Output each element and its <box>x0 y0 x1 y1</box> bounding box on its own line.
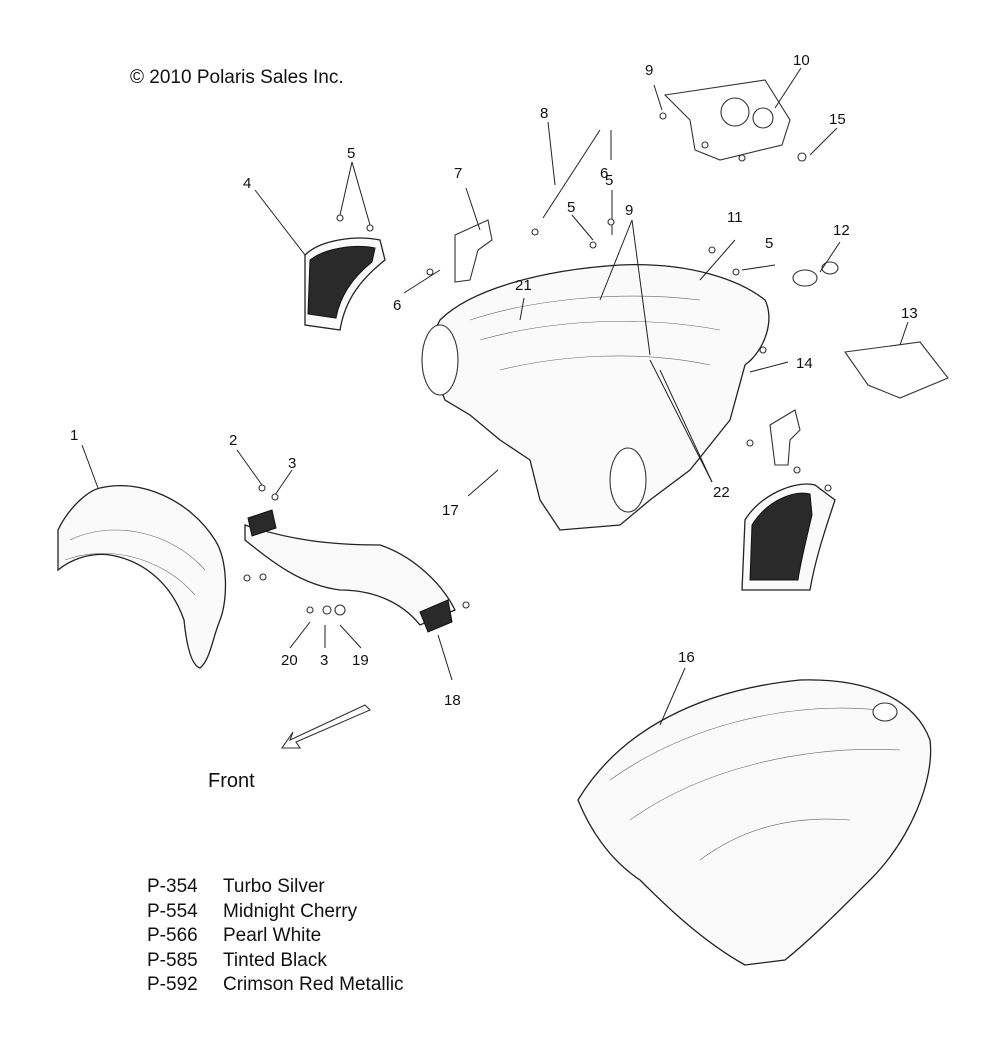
color-code: P-554 <box>147 900 198 922</box>
part-4-speaker-grille-left <box>304 237 386 331</box>
part-16-outer-fairing-shell <box>577 679 932 966</box>
part-18-lower-bracket <box>244 509 456 633</box>
color-code: P-592 <box>147 974 198 995</box>
callout-17: 17 <box>442 502 459 519</box>
callout-5: 5 <box>605 172 613 189</box>
color-name: Pearl White <box>223 925 322 946</box>
color-code: P-566 <box>147 925 198 946</box>
callout-labels: 1 2 3 3 4 5 5 5 5 6 6 7 8 9 9 10 11 12 1… <box>70 52 918 709</box>
callout-19: 19 <box>352 652 369 669</box>
callout-20: 20 <box>281 652 298 669</box>
callout-9: 9 <box>645 62 653 79</box>
callout-14: 14 <box>796 355 813 372</box>
callout-5: 5 <box>567 199 575 216</box>
color-name: Crimson Red Metallic <box>223 974 404 995</box>
callout-3: 3 <box>288 455 296 472</box>
callout-1: 1 <box>70 427 78 444</box>
callout-4: 4 <box>243 175 251 192</box>
color-name: Midnight Cherry <box>223 900 358 922</box>
color-code-row: P-592 Crimson Red Metallic <box>147 973 404 998</box>
color-code-row: P-585 Tinted Black <box>147 949 404 974</box>
callout-16: 16 <box>678 649 695 666</box>
callout-11: 11 <box>727 209 743 226</box>
callout-5: 5 <box>347 145 355 162</box>
color-code: P-354 <box>147 876 198 897</box>
callout-9: 9 <box>625 202 633 219</box>
callout-7: 7 <box>454 165 462 182</box>
fasteners <box>243 112 832 616</box>
front-direction-label: Front <box>208 770 255 792</box>
callout-6: 6 <box>600 165 608 182</box>
part-bracket-right <box>769 409 801 466</box>
part-12-connector <box>792 261 839 287</box>
part-10-gauge-panel <box>663 79 791 161</box>
callout-3: 3 <box>320 652 328 669</box>
callout-6: 6 <box>393 297 401 314</box>
front-direction-arrow <box>280 704 371 749</box>
part-1-front-fairing <box>57 484 227 669</box>
callout-2: 2 <box>229 432 237 449</box>
callout-10: 10 <box>793 52 810 69</box>
part-13-plate <box>844 341 949 399</box>
callout-15: 15 <box>829 111 846 128</box>
color-code-legend: P-354 Turbo Silver P-554 Midnight Cherry P… <box>147 875 404 998</box>
callout-5: 5 <box>765 235 773 252</box>
part-7-bracket <box>454 219 493 283</box>
callout-21: 21 <box>515 277 532 294</box>
callout-12: 12 <box>833 222 850 239</box>
color-code-row: P-554 Midnight Cherry <box>147 900 404 925</box>
callout-8: 8 <box>540 105 548 122</box>
color-code: P-585 <box>147 949 198 971</box>
callout-13: 13 <box>901 305 918 322</box>
color-code-row: P-566 Pearl White <box>147 924 404 949</box>
part-speaker-grille-right <box>741 483 836 591</box>
leader-lines <box>81 67 909 726</box>
color-code-row: P-354 Turbo Silver <box>147 875 404 900</box>
callout-22: 22 <box>713 484 730 501</box>
color-name: Tinted Black <box>223 949 327 971</box>
color-name: Turbo Silver <box>223 876 325 897</box>
copyright-notice: © 2010 Polaris Sales Inc. <box>130 67 344 88</box>
callout-18: 18 <box>444 692 461 709</box>
part-14-inner-fairing <box>421 264 770 531</box>
